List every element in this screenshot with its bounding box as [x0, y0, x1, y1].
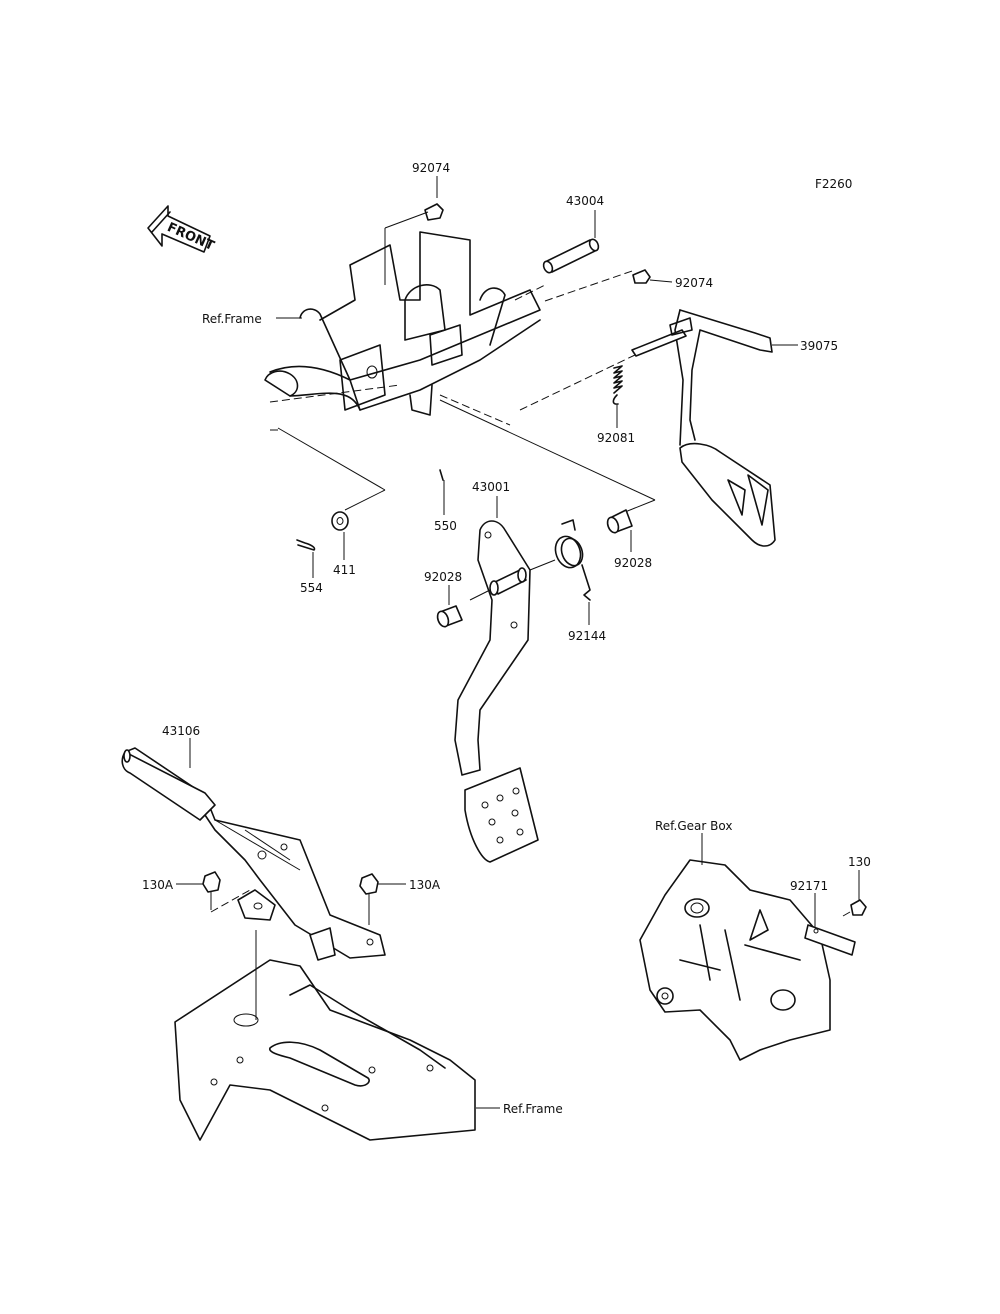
part-550-pin: 550	[434, 469, 457, 533]
label-130a-left: 130A	[142, 878, 174, 892]
label-92028-right: 92028	[614, 556, 652, 570]
part-92028-left-bushing: 92028	[424, 570, 463, 628]
part-411-washer: 411	[331, 511, 356, 577]
part-130-bolt: 130	[842, 855, 871, 917]
part-39075-pedal: 39075	[631, 309, 838, 547]
label-92028-left: 92028	[424, 570, 462, 584]
label-411: 411	[333, 563, 356, 577]
label-43106: 43106	[162, 724, 200, 738]
upper-frame-bracket	[264, 231, 541, 416]
part-92144-spring: 92144	[554, 519, 606, 643]
part-43001-brake-pedal: 43001	[454, 480, 556, 863]
label-43001: 43001	[472, 480, 510, 494]
part-92028-right-bushing: 92028	[606, 509, 652, 570]
label-43004: 43004	[566, 194, 604, 208]
label-130: 130	[848, 855, 871, 869]
label-ref-gear-box: Ref.Gear Box	[655, 819, 732, 833]
label-92144: 92144	[568, 629, 606, 643]
label-550: 550	[434, 519, 457, 533]
figure-code: F2260	[815, 177, 852, 191]
lower-frame: Ref.Frame	[174, 930, 563, 1141]
gear-box: Ref.Gear Box	[639, 819, 831, 1061]
front-label: FRONT	[165, 220, 217, 254]
label-ref-frame-bottom: Ref.Frame	[503, 1102, 563, 1116]
label-92074-top: 92074	[412, 161, 450, 175]
part-92074-right: 92074	[632, 269, 713, 290]
part-554-cotter-pin: 554	[296, 539, 323, 595]
label-130a-right: 130A	[409, 878, 441, 892]
front-arrow-icon: FRONT	[147, 205, 217, 254]
label-92081: 92081	[597, 431, 635, 445]
part-43106-parking-lever: 43106	[121, 724, 386, 961]
part-130a-right-bolt: 130A	[359, 873, 441, 925]
label-ref-frame-top: Ref.Frame	[202, 312, 262, 326]
part-43004-shaft: 43004	[514, 194, 604, 301]
label-92171: 92171	[790, 879, 828, 893]
part-92081-spring: 92081	[597, 365, 635, 445]
label-92074-right: 92074	[675, 276, 713, 290]
label-554: 554	[300, 581, 323, 595]
part-92171-plate: 92171	[790, 879, 856, 956]
label-39075: 39075	[800, 339, 838, 353]
part-130a-left-bolt: 130A	[142, 871, 251, 913]
part-92074-top: 92074	[384, 161, 450, 285]
